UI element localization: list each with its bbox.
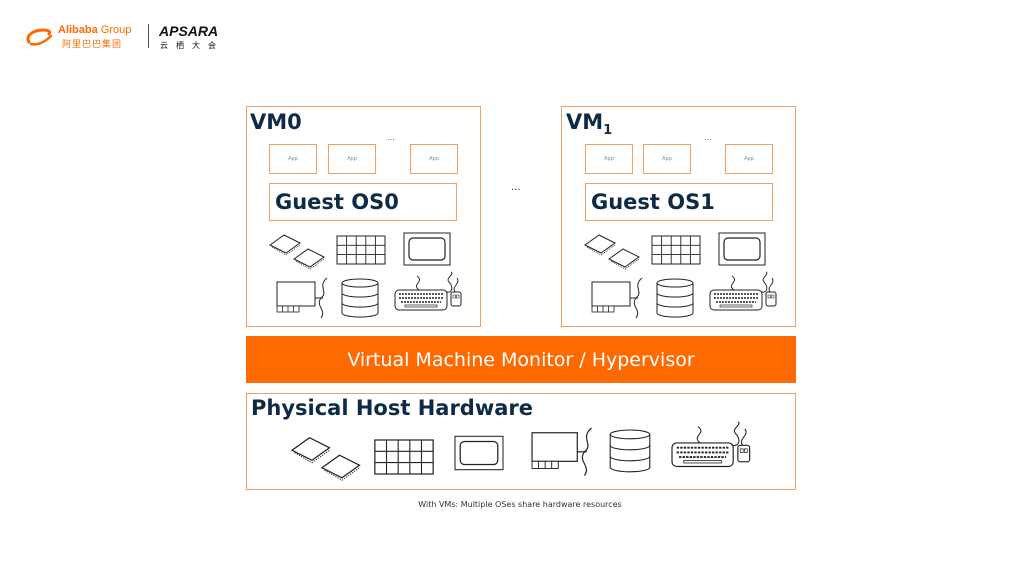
vm0-guest-os: Guest OS0 <box>269 183 457 221</box>
vm1-box <box>561 106 796 327</box>
vm1-app-1: App <box>585 144 633 174</box>
physical-network-card-icon <box>531 427 593 477</box>
logo-divider <box>148 24 149 48</box>
physical-disk-storage-icon <box>609 429 651 473</box>
vm1-guest-os: Guest OS1 <box>585 183 773 221</box>
hypervisor-label: Virtual Machine Monitor / Hypervisor <box>347 348 695 371</box>
vm1-app-2: App <box>643 144 691 174</box>
vm1-cpu-chips-icon <box>584 234 640 270</box>
physical-memory-grid-icon <box>374 439 434 475</box>
apsara-brand-cn: 云栖大会 <box>160 41 224 50</box>
vm1-keyboard-mouse-icon <box>709 271 777 311</box>
vm1-monitor-icon <box>718 232 766 266</box>
caption: With VMs: Multiple OSes share hardware r… <box>418 500 622 509</box>
vm0-network-card-icon <box>276 277 328 319</box>
vm0-monitor-icon <box>403 232 451 266</box>
alibaba-brand-cn: 阿里巴巴集团 <box>62 40 123 50</box>
vm0-app-1: App <box>269 144 317 174</box>
vm0-app-2: App <box>328 144 376 174</box>
alibaba-logo-icon <box>26 28 53 46</box>
vm0-title: VM0 <box>250 110 302 134</box>
physical-host-box <box>246 393 796 490</box>
vm0-box <box>246 106 481 327</box>
vm0-disk-storage-icon <box>341 278 379 318</box>
vm0-memory-grid-icon <box>336 235 386 265</box>
alibaba-brand-name: Alibaba Group <box>58 24 132 36</box>
vm0-keyboard-mouse-icon <box>394 271 462 311</box>
between-vms-ellipsis: ... <box>511 182 521 193</box>
vm1-title: VM1 <box>566 110 613 139</box>
vm1-memory-grid-icon <box>651 235 701 265</box>
physical-keyboard-mouse-icon <box>671 420 751 468</box>
vm0-apps-ellipsis: ... <box>387 133 395 142</box>
physical-monitor-icon <box>454 435 504 471</box>
vm1-network-card-icon <box>591 277 643 319</box>
hypervisor-bar: Virtual Machine Monitor / Hypervisor <box>246 336 796 383</box>
physical-host-title: Physical Host Hardware <box>251 396 534 420</box>
vm0-cpu-chips-icon <box>269 234 325 270</box>
vm0-app-3: App <box>410 144 458 174</box>
vm1-disk-storage-icon <box>656 278 694 318</box>
apsara-brand-name: APSARA <box>159 23 219 39</box>
physical-cpu-chips-icon <box>291 437 361 481</box>
vm1-app-3: App <box>725 144 773 174</box>
vm1-apps-ellipsis: ... <box>704 133 712 142</box>
